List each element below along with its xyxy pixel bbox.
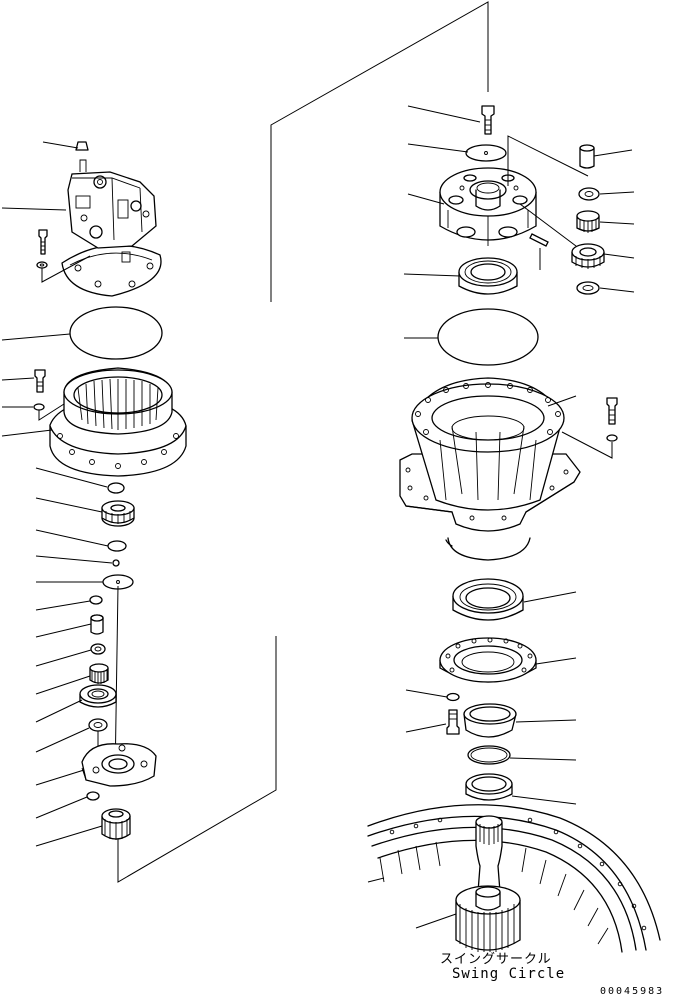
- callout-leaders-left: [1, 141, 113, 847]
- bolt: [446, 709, 460, 735]
- thrust-washer: [90, 643, 106, 655]
- bolt: [38, 229, 48, 255]
- swing-pinion-shaft: [455, 815, 521, 952]
- planetary-carrier: [439, 167, 537, 246]
- planet-axis-line: [507, 135, 589, 186]
- washer: [446, 692, 460, 702]
- planet-gear: [79, 684, 117, 708]
- swing-motor-assembly: [61, 141, 162, 297]
- ball: [112, 559, 120, 567]
- needle-bearing: [576, 210, 600, 233]
- pin: [579, 144, 595, 169]
- bolt: [34, 369, 46, 393]
- bolt: [481, 105, 495, 135]
- collar: [465, 773, 513, 801]
- assembly-connector-lines: [117, 1, 489, 883]
- ring-gear-housing: [49, 367, 187, 477]
- swing-machinery-case: [399, 377, 581, 532]
- o-ring: [437, 308, 539, 366]
- bolt-insertion-line: [561, 431, 613, 459]
- bolt-insertion-line: [41, 255, 91, 283]
- o-ring: [445, 537, 531, 561]
- o-ring: [467, 745, 511, 765]
- needle-bearing: [89, 663, 109, 684]
- oil-seal: [463, 703, 517, 738]
- sun-gear: [101, 500, 135, 527]
- snap-ring: [107, 482, 125, 494]
- planet-shaft: [529, 233, 549, 247]
- carrier: [81, 743, 157, 787]
- cover-plate: [465, 144, 507, 162]
- washer: [36, 261, 48, 269]
- swing-circle: [367, 804, 661, 953]
- thrust-washer: [107, 540, 127, 552]
- bearing: [452, 578, 524, 621]
- bolt-insertion-line: [38, 403, 65, 421]
- thrust-washer: [88, 718, 108, 732]
- retainer: [439, 637, 537, 683]
- thrust-washer: [576, 281, 600, 295]
- swing-circle-caption-jp: スイングサークル: [440, 952, 552, 967]
- callout-leaders-right: [367, 105, 635, 929]
- washer: [33, 403, 45, 411]
- drawing-number: 00045983: [600, 986, 665, 997]
- planet-gear: [571, 243, 605, 269]
- snap-ring: [86, 791, 100, 801]
- thrust-washer: [578, 187, 600, 201]
- pinion-gear: [101, 808, 131, 840]
- bolt: [606, 397, 618, 425]
- bearing: [458, 257, 518, 295]
- swing-circle-caption-en: Swing Circle: [452, 966, 566, 982]
- washer: [606, 434, 618, 442]
- snap-ring: [89, 595, 103, 605]
- planet-axis-line: [519, 203, 577, 247]
- o-ring: [69, 306, 163, 360]
- planet-shaft: [90, 614, 104, 635]
